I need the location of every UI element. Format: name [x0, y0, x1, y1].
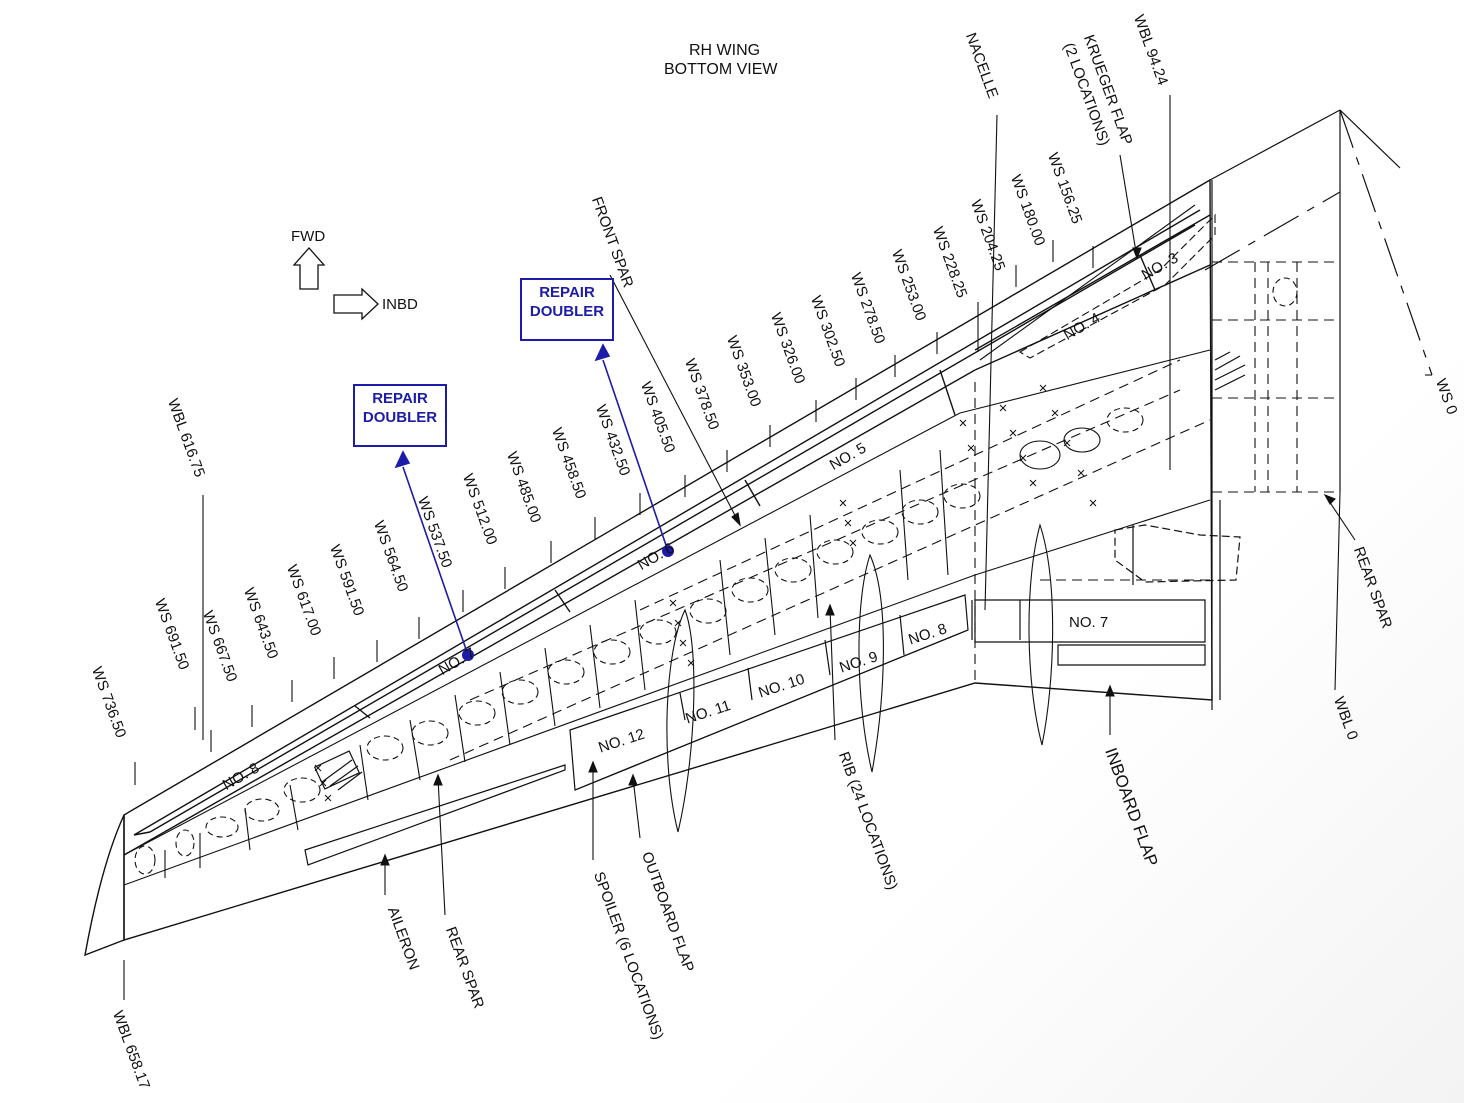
- te-panel-label: NO. 7: [1069, 614, 1109, 631]
- flap-track-fairings: [666, 523, 1054, 833]
- diagram-title-line2: BOTTOM VIEW: [664, 61, 778, 78]
- repair-hatch: [313, 351, 1246, 791]
- dashed-panel-lines: [449, 261, 1340, 761]
- inbd-label: INBD: [382, 296, 418, 313]
- repair-doubler-box-outboard: REPAIR DOUBLER: [353, 384, 447, 447]
- front-spar-lines: [123, 209, 1211, 856]
- doubler-label: DOUBLER: [362, 409, 438, 426]
- centerline-reference: [1204, 109, 1433, 492]
- callout-leaders: [123, 95, 1432, 1000]
- rib-x-marks: [314, 384, 1097, 802]
- wing-box-grid: [123, 349, 1211, 886]
- body-side-structure: [1114, 180, 1241, 710]
- wing-outline: [84, 178, 1213, 957]
- leading-edge-panels: [133, 214, 1211, 836]
- krueger-flaps: [979, 204, 1216, 361]
- access-holes: [134, 277, 1298, 875]
- repair-doubler-box-inboard: REPAIR DOUBLER: [520, 278, 614, 341]
- trailing-edge-surfaces: [304, 594, 1206, 866]
- diagram-title-line1: RH WING: [689, 42, 761, 59]
- repair-pointers: [394, 343, 674, 661]
- direction-arrows: [292, 247, 379, 321]
- repair-label: REPAIR: [372, 390, 428, 407]
- station-leader-lines: [134, 240, 1094, 785]
- repair-label: REPAIR: [539, 284, 595, 301]
- doubler-label: DOUBLER: [529, 303, 605, 320]
- fwd-label: FWD: [291, 228, 326, 245]
